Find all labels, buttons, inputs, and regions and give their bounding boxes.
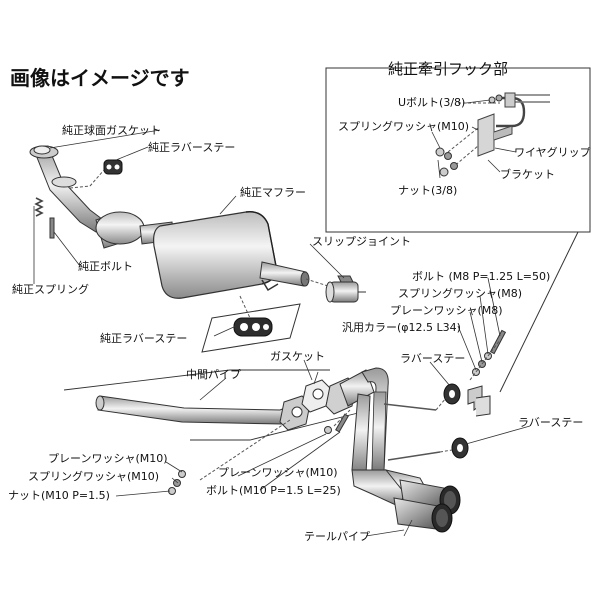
u-bolt-clamp <box>504 92 516 108</box>
label-center-pipe: 中間パイプ <box>186 368 241 381</box>
inset-nut <box>439 167 449 177</box>
label-plain-washer-m8: プレーンワッシャ(M8) <box>390 304 503 317</box>
label-collar: 汎用カラー(φ12.5 L34) <box>342 321 461 334</box>
tow-hook-bar <box>512 94 550 103</box>
label-rubber-stay-mid: 純正ラバーステー <box>100 332 188 345</box>
label-muffler: 純正マフラー <box>240 186 306 199</box>
label-bracket: ブラケット <box>500 168 555 181</box>
m8-bolt-stack <box>469 329 507 381</box>
spring-oem-shape <box>34 197 44 217</box>
bracket-shape <box>477 113 495 157</box>
main-muffler <box>153 211 277 299</box>
inset-washer-1 <box>435 147 445 157</box>
slip-joint-shape <box>305 275 366 303</box>
label-tail-pipe: テールパイプ <box>304 530 370 543</box>
front-pipe <box>33 145 107 233</box>
leader-lines <box>33 129 531 537</box>
label-slip-joint: スリップジョイント <box>312 235 411 248</box>
label-nut-m10: ナット(M10 P=1.5) <box>8 489 110 502</box>
label-rubber-stay-2: ラバーステー <box>518 416 584 429</box>
muffler-assembly <box>29 145 310 319</box>
page-title: 画像はイメージです <box>10 66 190 90</box>
tail-rubber-stays <box>435 383 491 459</box>
rubber-stay-top-shape <box>103 159 123 175</box>
label-spring-oem: 純正スプリング <box>12 283 89 296</box>
label-plain-washer-m10-b: プレーンワッシャ(M10) <box>218 466 338 479</box>
label-plain-washer-m10-a: プレーンワッシャ(M10) <box>48 452 168 465</box>
label-spring-washer-m10: スプリングワッシャ(M10) <box>28 470 160 483</box>
label-bolt-oem: 純正ボルト <box>78 260 133 273</box>
label-bolt-m10: ボルト(M10 P=1.5 L=25) <box>206 484 341 497</box>
label-spring-washer-m8: スプリングワッシャ(M8) <box>398 287 523 300</box>
label-inset-nut: ナット(3/8) <box>398 184 458 197</box>
resonator <box>95 211 145 245</box>
label-inset-spring-washer: スプリングワッシャ(M10) <box>338 120 470 133</box>
label-ball-gasket: 純正球面ガスケット <box>62 124 161 137</box>
tail-pipe-shape <box>325 367 461 537</box>
label-rubber-stay-top: 純正ラバーステー <box>148 141 236 154</box>
u-bolt-shape <box>496 96 526 128</box>
label-rubber-stay-1: ラバーステー <box>400 352 466 365</box>
rubber-stay-mid-shape <box>201 303 301 353</box>
label-bolt-m8: ボルト (M8 P=1.25 L=50) <box>412 270 551 283</box>
tow-hook-inset <box>325 67 591 233</box>
m10-hardware <box>168 409 351 495</box>
bolt-oem-shape <box>49 217 55 239</box>
label-gasket: ガスケット <box>270 350 325 363</box>
label-wire-grip: ワイヤグリップ <box>514 146 591 159</box>
inset-frame <box>325 67 591 233</box>
label-u-bolt: Uボルト(3/8) <box>398 96 466 109</box>
inset-title: 純正牽引フック部 <box>388 60 509 78</box>
